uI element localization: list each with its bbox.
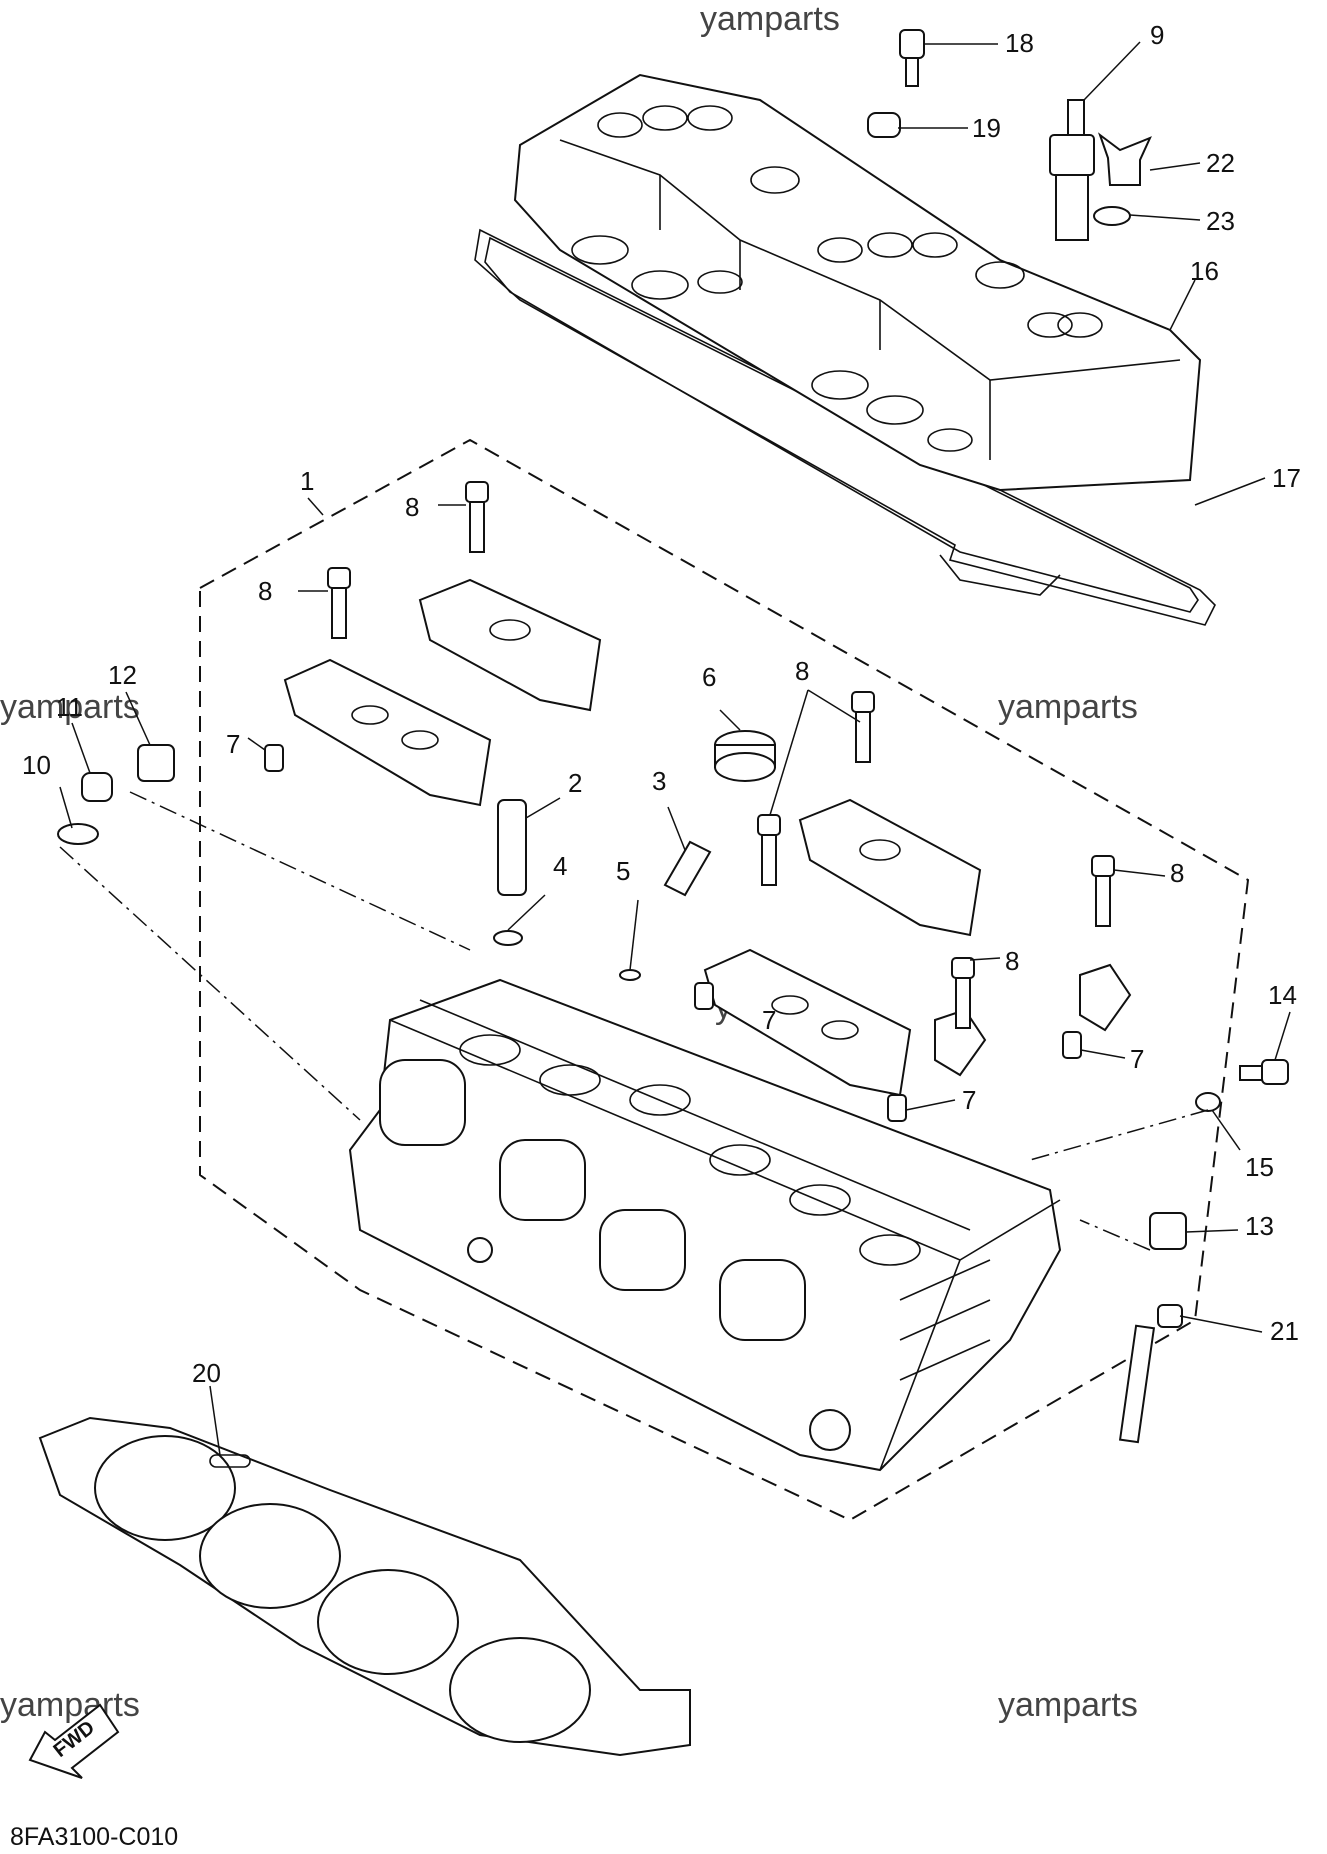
- valve-cover-gasket: [474, 228, 1216, 626]
- callout-number: 5: [616, 856, 630, 886]
- bolt: [327, 567, 351, 639]
- watermark: yamparts: [998, 688, 1138, 726]
- callout-number: 8: [405, 492, 419, 522]
- callout-number: 17: [1272, 463, 1301, 493]
- callout-number: 15: [1245, 1152, 1274, 1182]
- watermark: yamparts: [700, 0, 840, 38]
- callout-number: 16: [1190, 256, 1219, 286]
- cap-nut: [81, 772, 113, 802]
- callouts: 1 2 3 4 5 6 7 7 7 7 8 8 8 8 8 9 10 11 12…: [22, 20, 1301, 1388]
- head-bolt: [1118, 1304, 1183, 1444]
- washer: [57, 823, 99, 845]
- dowel-pin: [1062, 1031, 1082, 1059]
- cylinder-head: [348, 978, 1062, 1472]
- bolt: [951, 957, 975, 1029]
- callout-number: 7: [226, 729, 240, 759]
- callout-number: 10: [22, 750, 51, 780]
- watermark: yamparts: [998, 1686, 1138, 1724]
- callout-number: 7: [962, 1085, 976, 1115]
- callout-number: 22: [1206, 148, 1235, 178]
- gasket-washer: [1195, 1092, 1221, 1112]
- grommet: [867, 112, 901, 138]
- plug: [714, 730, 776, 782]
- callout-number: 4: [553, 851, 567, 881]
- bolt: [1091, 855, 1115, 927]
- dowel-pin: [694, 982, 714, 1010]
- assembly-boundary: [199, 438, 1250, 1522]
- callout-number: 1: [300, 466, 314, 496]
- callout-number: 7: [1130, 1044, 1144, 1074]
- callout-number: 20: [192, 1358, 221, 1388]
- bolt: [757, 814, 781, 886]
- cover-bolt: [899, 29, 925, 87]
- callout-number: 19: [972, 113, 1001, 143]
- dowel-pin: [887, 1094, 907, 1122]
- o-ring: [619, 969, 641, 981]
- head-gasket: [38, 1416, 691, 1757]
- valve-guide: [663, 840, 712, 897]
- callout-number: 13: [1245, 1211, 1274, 1241]
- collar: [137, 744, 175, 782]
- callout-number: 8: [258, 576, 272, 606]
- watermark: yamparts: [0, 688, 140, 726]
- washer: [1093, 206, 1131, 226]
- breather-fitting: [1097, 132, 1152, 186]
- cam-cap: [283, 658, 492, 807]
- callout-number: 23: [1206, 206, 1235, 236]
- callout-number: 21: [1270, 1316, 1299, 1346]
- callout-number: 8: [1005, 946, 1019, 976]
- bolt: [851, 691, 875, 763]
- callout-number: 2: [568, 768, 582, 798]
- valve-cover: [513, 73, 1202, 492]
- collar: [1149, 1212, 1187, 1250]
- dowel-pin: [264, 744, 284, 772]
- callout-number: 12: [108, 660, 137, 690]
- cam-cap: [798, 798, 982, 937]
- callout-number: 14: [1268, 980, 1297, 1010]
- watermark: yamparts: [0, 1686, 140, 1724]
- valve-guide: [497, 799, 527, 896]
- callout-number: 7: [762, 1005, 776, 1035]
- callout-number: 11: [56, 692, 83, 722]
- union-bolt: [1239, 1059, 1289, 1085]
- callout-number: 8: [1170, 858, 1184, 888]
- o-ring: [493, 930, 523, 946]
- callout-number: 8: [795, 656, 809, 686]
- bolt: [465, 481, 489, 553]
- leader-lines: [59, 41, 1291, 1456]
- callout-number: 3: [652, 766, 666, 796]
- cam-cap: [418, 578, 602, 712]
- cam-cap: [1079, 963, 1132, 1032]
- callout-number: 6: [702, 662, 716, 692]
- spark-plug: [1049, 99, 1095, 241]
- diagram-code: 8FA3100-C010: [10, 1823, 178, 1851]
- callout-number: 18: [1005, 28, 1034, 58]
- callout-number: 9: [1150, 20, 1164, 50]
